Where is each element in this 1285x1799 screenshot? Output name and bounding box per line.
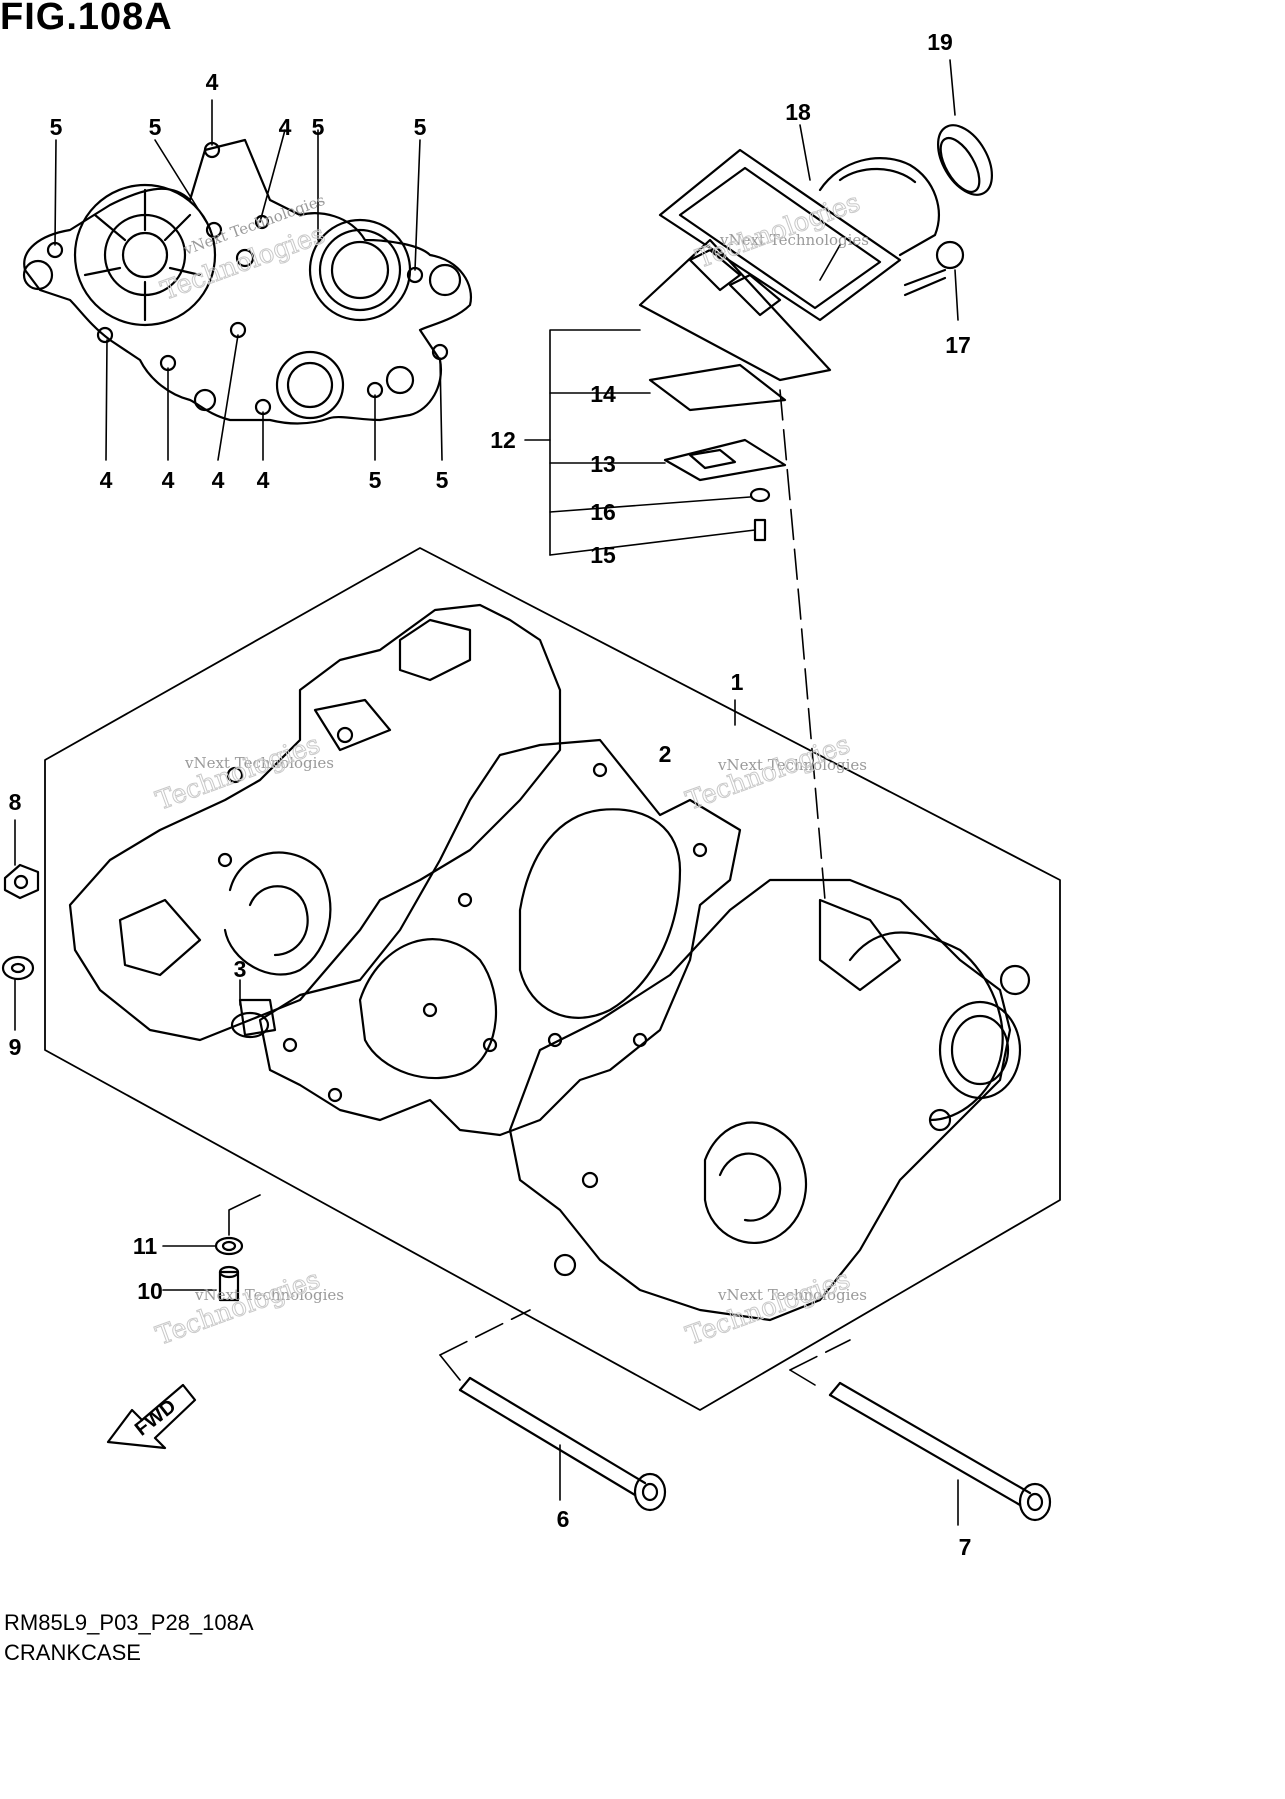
cover-leader-lines	[54, 99, 443, 461]
callout-4[interactable]: 4	[279, 114, 292, 140]
callout-5[interactable]: 5	[414, 114, 427, 140]
watermark-outline: Technologies	[152, 730, 324, 817]
callout-10[interactable]: 10	[137, 1278, 163, 1304]
callout-1[interactable]: 1	[731, 669, 744, 695]
side-cover-gasket	[22, 138, 473, 425]
callout-12[interactable]: 12	[490, 427, 516, 453]
callout-8[interactable]: 8	[9, 789, 22, 815]
figure-title: FIG.108A	[0, 0, 173, 38]
callout-5[interactable]: 5	[50, 114, 63, 140]
nut-8	[3, 819, 40, 900]
watermark-text: vNext Technologies	[184, 754, 334, 772]
watermark-text: vNext Technologies	[717, 1286, 867, 1304]
callout-16[interactable]: 16	[590, 499, 616, 525]
callout-19[interactable]: 19	[927, 29, 953, 55]
callout-4[interactable]: 4	[257, 467, 270, 493]
watermarks: vNext Technologies Technologies vNext Te…	[152, 187, 869, 1352]
crankcase-frame	[44, 547, 1061, 1411]
reed-valve-bracket	[524, 59, 959, 901]
pin-10	[218, 1265, 240, 1302]
callout-5[interactable]: 5	[312, 114, 325, 140]
crankcase-right-half	[508, 878, 1031, 1322]
o-ring-11	[214, 1236, 244, 1256]
callout-3[interactable]: 3	[234, 956, 247, 982]
callout-2[interactable]: 2	[659, 741, 672, 767]
watermark-outline: Technologies	[682, 1265, 854, 1352]
callout-4[interactable]: 4	[206, 69, 219, 95]
fwd-direction-arrow[interactable]: FWD	[106, 1383, 197, 1450]
callout-4[interactable]: 4	[212, 467, 225, 493]
callout-5[interactable]: 5	[149, 114, 162, 140]
callout-4[interactable]: 4	[162, 467, 175, 493]
crankcase-gasket	[258, 738, 742, 1137]
callout-14[interactable]: 14	[590, 381, 616, 407]
fwd-label: FWD	[131, 1395, 180, 1440]
figure-name: CRANKCASE	[4, 1640, 141, 1665]
watermark-text: vNext Technologies	[717, 756, 867, 774]
figure-code: RM85L9_P03_P28_108A	[4, 1610, 254, 1635]
callout-5[interactable]: 5	[369, 467, 382, 493]
callout-4[interactable]: 4	[100, 467, 113, 493]
callout-11[interactable]: 11	[133, 1233, 158, 1259]
bolt-7	[828, 1381, 1052, 1522]
bolt-6	[458, 1376, 667, 1512]
watermark-text: vNext Technologies	[719, 231, 869, 249]
pin-leader-lines	[162, 979, 261, 1291]
callout-9[interactable]: 9	[9, 1034, 22, 1060]
callout-numbers: 4 5 5 4 5 5 4 4 4 4 5 5 19 18 17 14 12 1…	[9, 29, 972, 1560]
callout-15[interactable]: 15	[590, 542, 616, 568]
washer-9	[1, 955, 35, 1031]
callout-13[interactable]: 13	[590, 451, 616, 477]
callout-7[interactable]: 7	[959, 1534, 972, 1560]
crankcase-left-half	[68, 603, 562, 1042]
bolt-leader-lines	[439, 1309, 959, 1526]
callout-6[interactable]: 6	[557, 1506, 570, 1532]
reed-valve-intake	[638, 124, 994, 542]
callout-17[interactable]: 17	[945, 332, 971, 358]
callout-18[interactable]: 18	[785, 99, 811, 125]
callout-5[interactable]: 5	[436, 467, 449, 493]
watermark-text: vNext Technologies	[194, 1286, 344, 1304]
